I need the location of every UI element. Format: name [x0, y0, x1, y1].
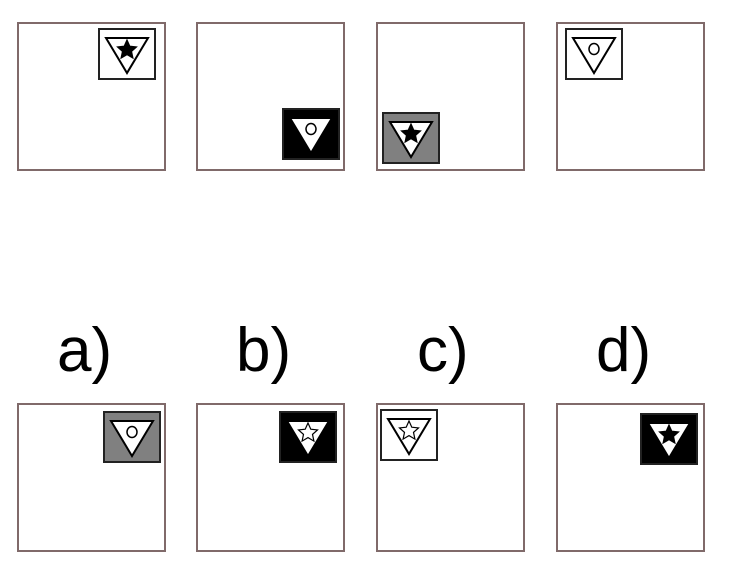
option-panel-a[interactable]	[17, 403, 166, 552]
option-tile-d	[640, 413, 698, 465]
option-label-a: a)	[57, 316, 113, 385]
sequence-tile-4	[565, 28, 623, 80]
sequence-panel-2	[196, 22, 345, 171]
option-tile-a	[103, 411, 161, 463]
triangle-circle-icon	[567, 30, 621, 78]
sequence-panel-1	[17, 22, 166, 171]
option-panel-c[interactable]	[376, 403, 525, 552]
sequence-panel-4	[556, 22, 705, 171]
sequence-tile-2	[282, 108, 340, 160]
triangle-star-icon	[382, 411, 436, 459]
triangle-star-icon	[281, 413, 335, 461]
triangle-star-icon	[384, 114, 438, 162]
option-tile-b	[279, 411, 337, 463]
option-label-b: b)	[236, 316, 292, 385]
option-label-d: d)	[596, 316, 652, 385]
triangle-star-icon	[642, 415, 696, 463]
triangle-star-icon	[100, 30, 154, 78]
option-tile-c	[380, 409, 438, 461]
sequence-panel-3	[376, 22, 525, 171]
triangle-circle-icon	[105, 413, 159, 461]
sequence-tile-1	[98, 28, 156, 80]
triangle-circle-icon	[284, 110, 338, 158]
sequence-tile-3	[382, 112, 440, 164]
option-label-c: c)	[417, 316, 469, 385]
option-panel-b[interactable]	[196, 403, 345, 552]
option-panel-d[interactable]	[556, 403, 705, 552]
